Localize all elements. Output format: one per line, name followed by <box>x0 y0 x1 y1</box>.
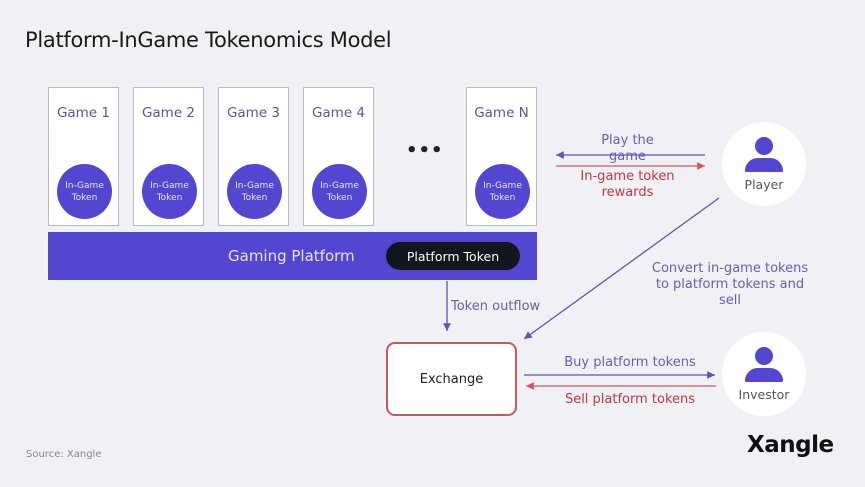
investor-label: Investor <box>738 387 790 402</box>
game-box: Game 3 In-Game Token <box>218 87 289 226</box>
user-icon-body <box>745 158 783 172</box>
in-game-token: In-Game Token <box>142 164 197 219</box>
player-node: Player <box>722 122 806 206</box>
user-icon-body <box>745 368 783 382</box>
gaming-platform: Gaming Platform Platform Token <box>48 232 537 280</box>
in-game-token: In-Game Token <box>475 164 530 219</box>
game-name: Game 1 <box>56 105 111 121</box>
exchange-box: Exchange <box>386 342 517 416</box>
in-game-token: In-Game Token <box>57 164 112 219</box>
platform-token-badge: Platform Token <box>386 242 520 270</box>
game-name: Game 4 <box>311 105 366 121</box>
in-game-token: In-Game Token <box>227 164 282 219</box>
game-box: Game N In-Game Token <box>466 87 537 226</box>
user-icon <box>755 137 773 155</box>
diagram-title: Platform-InGame Tokenomics Model <box>25 28 392 52</box>
investor-node: Investor <box>722 332 806 416</box>
token-outflow-label: Token outflow <box>451 299 541 314</box>
rewards-label: In-game token rewards <box>580 169 675 200</box>
game-name: Game 3 <box>226 105 281 121</box>
convert-arrow <box>523 197 720 340</box>
ellipsis: ••• <box>406 140 444 161</box>
convert-label: Convert in-game tokens to platform token… <box>651 261 809 308</box>
game-box: Game 2 In-Game Token <box>133 87 204 226</box>
game-box: Game 1 In-Game Token <box>48 87 119 226</box>
source-note: Source: Xangle <box>26 449 102 460</box>
play-game-label: Play the game <box>601 133 654 164</box>
sell-label: Sell platform tokens <box>564 392 696 407</box>
game-box: Game 4 In-Game Token <box>303 87 374 226</box>
player-label: Player <box>744 177 784 192</box>
buy-label: Buy platform tokens <box>564 355 696 370</box>
game-name: Game 2 <box>141 105 196 121</box>
user-icon <box>755 347 773 365</box>
in-game-token: In-Game Token <box>312 164 367 219</box>
platform-label: Gaming Platform <box>228 247 355 265</box>
game-name: Game N <box>474 105 529 121</box>
xangle-logo: Xangle <box>747 432 834 458</box>
